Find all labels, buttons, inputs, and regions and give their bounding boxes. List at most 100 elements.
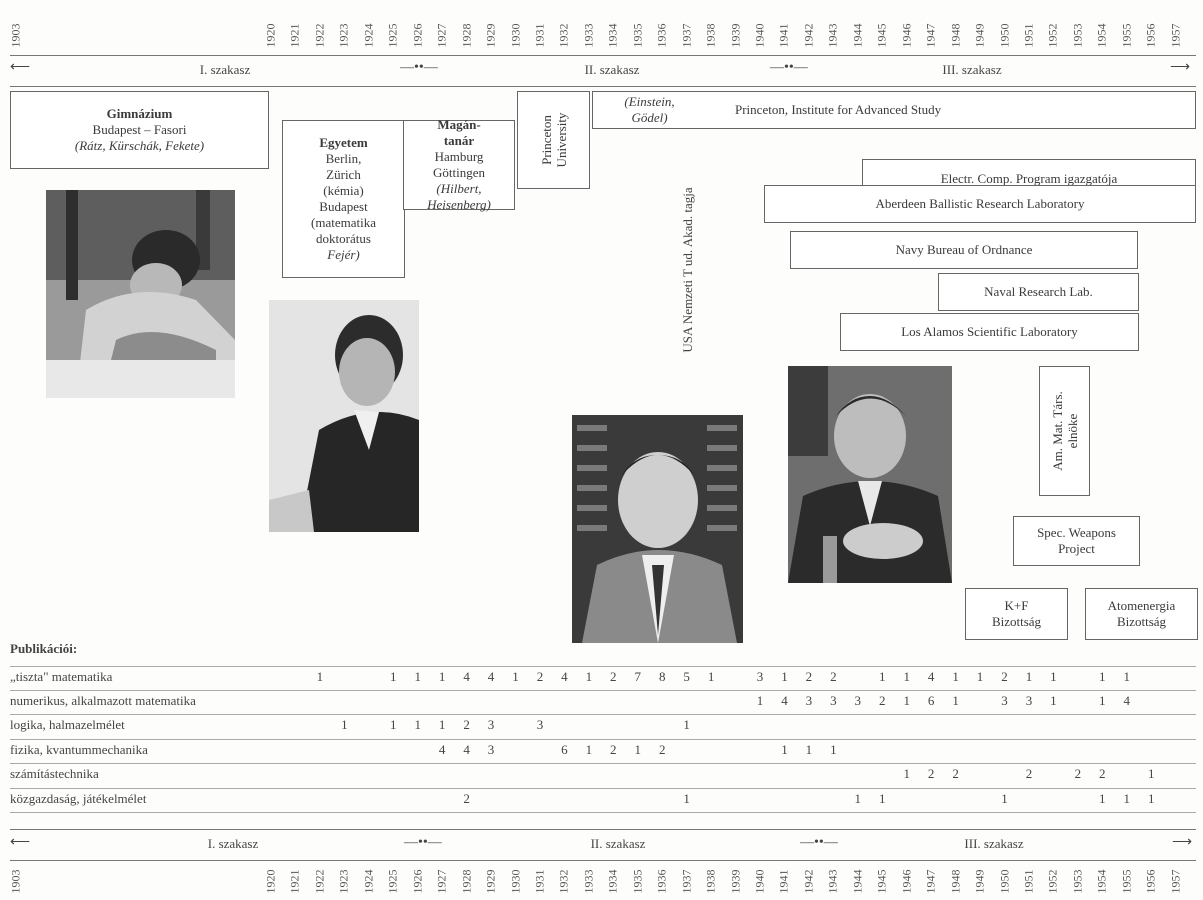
aec-line: Bizottság — [1116, 614, 1167, 629]
year-label: 1957 — [1168, 864, 1182, 898]
table-cell: 1 — [414, 717, 421, 732]
year-text: 1930 — [508, 23, 522, 47]
table-cell: 2 — [927, 766, 935, 781]
year-text: 1956 — [1143, 23, 1158, 47]
ias-box: Princeton, Institute for Advanced Study — [705, 91, 1196, 129]
year-text: 1932 — [556, 869, 571, 893]
photo-man-hearing — [788, 366, 952, 583]
ams-president-text: Am. Mat. Társ. elnöke — [1050, 391, 1080, 471]
year-text: 1949 — [972, 23, 987, 47]
year-text: 1943 — [825, 869, 840, 893]
table-cell: 4 — [487, 669, 495, 684]
year-label: 1934 — [606, 864, 620, 898]
year-label: 1925 — [386, 864, 400, 898]
year-label: 1925 — [386, 18, 400, 52]
magantanar-title: tanár — [443, 133, 475, 148]
divider-bottom — [10, 860, 1196, 861]
year-label: 1943 — [825, 864, 840, 898]
los-alamos-label: Los Alamos Scientific Laboratory — [901, 324, 1078, 339]
stage-divider-icon: —••— — [800, 835, 838, 850]
year-label: 1941 — [777, 18, 791, 52]
table-cell: 1 — [952, 669, 959, 684]
stage-label-one: I. szakasz — [199, 62, 251, 77]
year-label: 1951 — [1021, 864, 1036, 898]
magantanar-city: Göttingen — [433, 165, 485, 180]
table-cell: 2 — [463, 717, 470, 732]
table-row-label: számítástechnika — [10, 766, 99, 781]
table-cell: 2 — [879, 693, 886, 708]
los-alamos-box: Los Alamos Scientific Laboratory — [840, 313, 1139, 351]
year-label: 1942 — [801, 18, 816, 52]
photo-young-man — [269, 300, 419, 532]
year-label: 1930 — [508, 18, 522, 52]
year-text: 1944 — [850, 869, 865, 893]
year-text: 1947 — [923, 869, 938, 893]
gimnazium-title: Gimnázium — [106, 106, 173, 121]
year-text: 1948 — [948, 23, 963, 47]
year-text: 1922 — [312, 869, 327, 893]
year-text: 1937 — [679, 869, 694, 893]
table-cell: 3 — [756, 669, 764, 684]
table-cell: 1 — [781, 742, 788, 757]
year-label: 1928 — [459, 18, 473, 52]
year-label: 1950 — [997, 864, 1011, 898]
year-text: 1939 — [728, 23, 743, 47]
table-cell: 1 — [1099, 791, 1106, 806]
table-cell: 1 — [879, 669, 886, 684]
table-cell: 1 — [1050, 669, 1057, 684]
aberdeen-box: Aberdeen Ballistic Research Laboratory — [764, 185, 1196, 223]
divider-stage-top — [10, 86, 1196, 87]
year-label: 1949 — [973, 864, 987, 898]
table-cell: 1 — [903, 669, 910, 684]
table-cell: 1 — [707, 669, 715, 684]
year-text: 1921 — [287, 23, 302, 47]
table-cell: 1 — [903, 766, 910, 781]
year-label: 1944 — [850, 864, 865, 898]
year-label: 1929 — [484, 864, 498, 898]
egyetem-line: (kémia) — [323, 183, 364, 198]
year-text: 1929 — [483, 23, 498, 47]
year-text: 1924 — [361, 869, 376, 893]
year-text: 1938 — [703, 869, 718, 893]
table-cell: 2 — [1099, 766, 1106, 781]
stage-label-two: II. szakasz — [584, 62, 640, 77]
stage-label-one: I. szakasz — [207, 836, 259, 851]
stage-label-three: III. szakasz — [964, 836, 1024, 851]
year-label: 1926 — [410, 18, 424, 52]
table-cell: 2 — [463, 791, 470, 806]
year-text: 1942 — [801, 23, 816, 47]
table-cell: 1 — [854, 791, 862, 806]
table-cell: 8 — [658, 669, 666, 684]
magantanar-names: (Hilbert, — [436, 181, 482, 196]
egyetem-line: doktorátus — [316, 231, 371, 246]
table-rule — [10, 714, 1196, 715]
photo-boy-writing — [46, 190, 235, 398]
year-text: 1951 — [1021, 869, 1036, 893]
year-label: 1953 — [1070, 18, 1084, 52]
aberdeen-label: Aberdeen Ballistic Research Laboratory — [875, 196, 1085, 211]
left-arrow-icon: ⟵ — [10, 835, 31, 850]
year-label: 1941 — [777, 864, 791, 898]
table-cell: 1 — [879, 791, 886, 806]
year-text: 1935 — [630, 869, 645, 893]
year-text: 1951 — [1021, 23, 1036, 47]
year-label: 1947 — [923, 864, 938, 898]
einstein-label: (Einstein, — [624, 94, 675, 109]
year-label: 1936 — [655, 18, 669, 52]
year-label: 1955 — [1119, 864, 1133, 898]
year-label: 1940 — [752, 18, 767, 52]
table-cell: 2 — [610, 742, 617, 757]
naval-research-box: Naval Research Lab. — [938, 273, 1139, 311]
table-rule — [10, 812, 1196, 813]
year-text: 1940 — [752, 23, 767, 47]
year-label: 1920 — [263, 864, 278, 898]
princeton-line: Princeton — [538, 115, 554, 165]
table-cell: 1 — [1050, 693, 1057, 708]
year-text: 1920 — [263, 869, 278, 893]
year-text: 1933 — [581, 869, 596, 893]
table-cell: 3 — [805, 693, 813, 708]
gimnazium-box: Gimnázium Budapest – Fasori (Rátz, Kürsc… — [10, 91, 269, 169]
table-row-label: közgazdaság, játékelmélet — [10, 791, 147, 806]
right-arrow-icon: ⟶ — [1172, 835, 1193, 850]
year-text: 1940 — [752, 869, 767, 893]
